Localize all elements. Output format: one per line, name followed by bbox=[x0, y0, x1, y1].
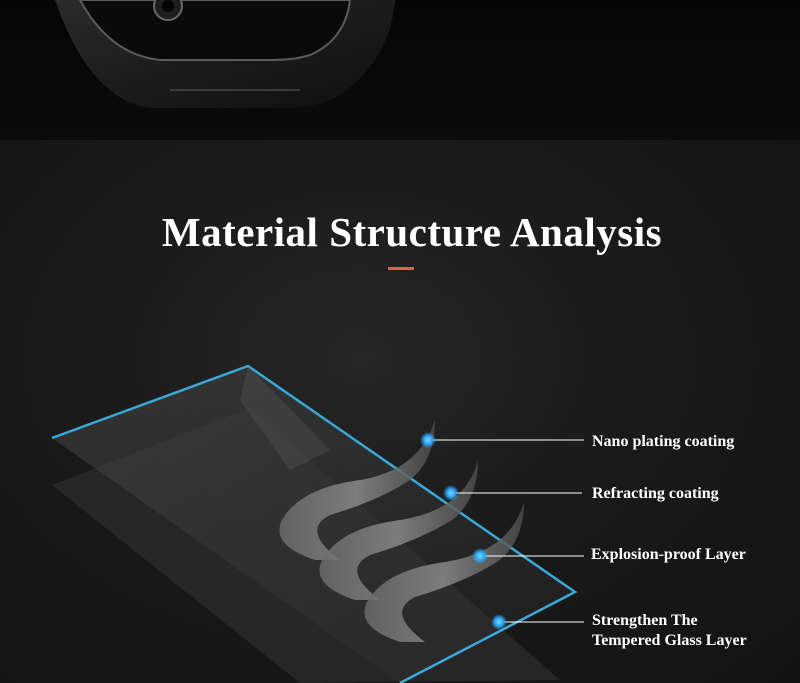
label-strengthen-line1: Strengthen The bbox=[592, 612, 698, 629]
marker-dot-4 bbox=[491, 614, 507, 630]
marker-dot-1 bbox=[420, 432, 436, 448]
camera-lens bbox=[162, 0, 174, 12]
refracting-curl bbox=[319, 460, 478, 600]
nano-plating-curl bbox=[279, 420, 435, 560]
label-refracting: Refracting coating bbox=[592, 485, 719, 502]
marker-dot-2 bbox=[443, 485, 459, 501]
title-accent-line bbox=[388, 267, 414, 270]
label-strengthen-line2: Tempered Glass Layer bbox=[592, 632, 747, 649]
label-nano-plating: Nano plating coating bbox=[592, 433, 735, 450]
phone-photo-section bbox=[0, 0, 800, 140]
phone-back-glass bbox=[78, 0, 352, 61]
label-explosion-proof: Explosion-proof Layer bbox=[591, 546, 746, 563]
section-title: Material Structure Analysis bbox=[161, 209, 663, 255]
glass-reflection bbox=[240, 366, 330, 470]
explosion-proof-curl bbox=[364, 502, 524, 642]
phone-case-image bbox=[55, 0, 395, 108]
marker-dot-3 bbox=[472, 548, 488, 564]
